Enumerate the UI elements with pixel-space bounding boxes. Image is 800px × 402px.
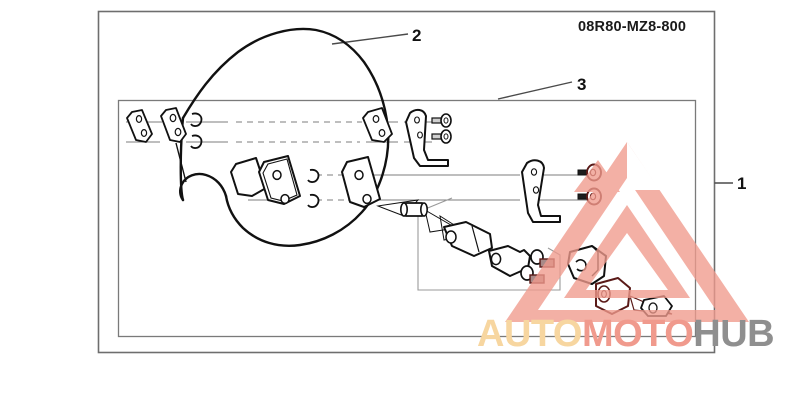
linkage-body-3 xyxy=(488,245,531,277)
lower-stay-bracket xyxy=(521,159,561,223)
center-mount-plates xyxy=(230,107,393,208)
flange-screw-upper xyxy=(431,113,452,128)
windscreen-panel xyxy=(179,27,390,247)
linkage-body-2 xyxy=(443,221,493,257)
watermark-triangle-logo xyxy=(505,142,749,322)
flange-screw-lower xyxy=(431,129,452,144)
callout-number-2: 2 xyxy=(412,26,422,45)
callout-number-1: 1 xyxy=(737,174,747,193)
inner-hardware-frame xyxy=(117,99,697,338)
left-mount-plates xyxy=(126,107,203,183)
outer-kit-frame xyxy=(97,10,716,354)
part-number-label: 08R80-MZ8-800 xyxy=(578,19,687,35)
linkage-barrel-1 xyxy=(399,202,428,217)
callout-number-3: 3 xyxy=(577,75,587,94)
upper-stay-bracket xyxy=(405,108,452,167)
